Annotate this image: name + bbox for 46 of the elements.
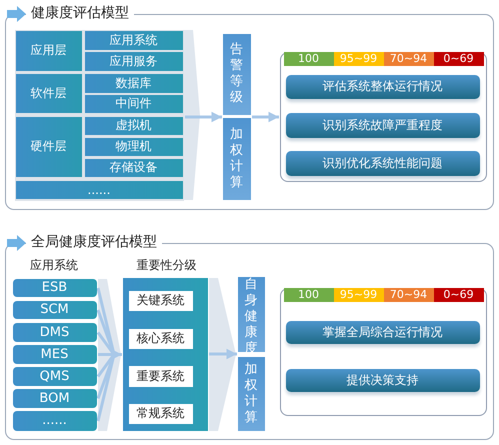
result-banner: 识别优化系统性能问题 [286,150,480,176]
score-band: 95~99 [334,288,384,302]
component-cell: 物理机 [84,138,182,156]
score-band: 95~99 [334,52,384,66]
score-band: 70~94 [384,288,434,302]
system-box: ...... [12,410,96,430]
grid-background [14,30,184,200]
result-banner: 提供决策支持 [286,368,480,392]
system-box: ESB [12,278,96,296]
step-box: 加权计算 [222,118,250,200]
level-box: 常规系统 [128,404,192,424]
score-band: 0~69 [434,288,484,302]
layer-cell: 应用层 [16,30,82,70]
result-banner: 评估系统整体运行情况 [286,74,480,98]
system-box: SCM [12,300,96,318]
system-box: DMS [12,322,96,342]
system-box: QMS [12,366,96,386]
score-band: 0~69 [434,52,484,66]
component-cell: ...... [16,180,182,198]
layer-cell: 硬件层 [16,116,82,176]
score-band: 100 [284,52,334,66]
arrow [209,278,237,431]
component-cell: 存储设备 [84,158,182,176]
level-box: 重要系统 [128,366,192,386]
result-banner: 掌握全局综合运行情况 [286,320,480,344]
component-cell: 数据库 [84,74,182,92]
arrow [252,112,279,122]
step-box: 告警等级 [222,34,250,114]
component-cell: 应用服务 [84,52,182,70]
layer-cell: 软件层 [16,74,82,112]
component-cell: 中间件 [84,94,182,112]
result-banner: 识别系统故障严重程度 [286,112,480,138]
component-cell: 虚拟机 [84,116,182,134]
score-band: 70~94 [384,52,434,66]
result-box [280,288,486,416]
column-heading: 应用系统 [30,257,78,274]
system-box: MES [12,344,96,364]
component-cell: 应用系统 [84,30,182,50]
result-box [280,52,486,182]
column-heading: 重要性分级 [136,256,196,274]
level-box: 关键系统 [128,290,192,310]
level-box: 核心系统 [128,328,192,348]
score-band: 100 [284,288,334,302]
step-box: 加权计算 [238,356,264,430]
arrow [184,30,222,200]
system-box: BOM [12,388,96,408]
